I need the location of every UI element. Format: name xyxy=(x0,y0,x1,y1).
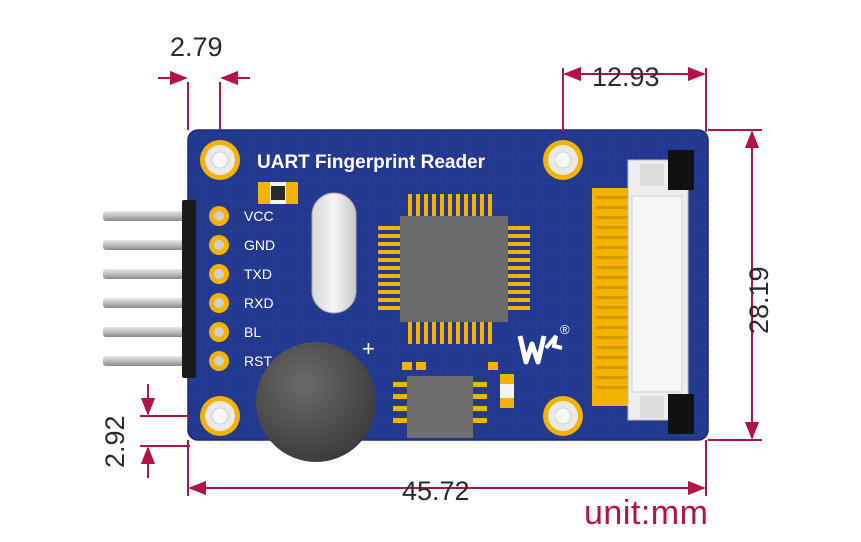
dim-connector-width: 12.93 xyxy=(592,62,660,92)
waveshare-logo-icon xyxy=(517,334,563,365)
board-title: UART Fingerprint Reader xyxy=(257,152,486,173)
dim-hole-offset-x: 2.79 xyxy=(170,32,223,62)
mounting-hole-icon xyxy=(200,140,583,436)
header-pins xyxy=(103,211,198,366)
buzzer-polarity-mark: + xyxy=(362,336,375,361)
pin-pads xyxy=(209,206,229,371)
pin-label-txd: TXD xyxy=(244,266,272,282)
pin-label-gnd: GND xyxy=(244,237,275,253)
mcu-chip xyxy=(378,194,530,344)
fpc-connector-icon xyxy=(592,150,694,434)
dim-board-width: 45.72 xyxy=(402,476,470,506)
registered-mark: ® xyxy=(560,322,570,337)
pin-label-vcc: VCC xyxy=(244,208,274,224)
crystal xyxy=(311,192,357,314)
pin-label-bl: BL xyxy=(244,324,261,340)
small-ic xyxy=(393,362,498,438)
dim-hole-offset-y: 2.92 xyxy=(100,415,130,468)
pin-label-rxd: RXD xyxy=(244,295,274,311)
unit-label: unit:mm xyxy=(584,494,709,532)
pin-label-rst: RST xyxy=(244,353,272,369)
dimension-lines xyxy=(140,66,762,496)
smd-led xyxy=(258,182,298,204)
dim-board-height: 28.19 xyxy=(744,266,774,334)
smd-capacitor xyxy=(500,374,514,408)
pin-header-housing xyxy=(182,200,196,378)
buzzer xyxy=(256,342,376,462)
